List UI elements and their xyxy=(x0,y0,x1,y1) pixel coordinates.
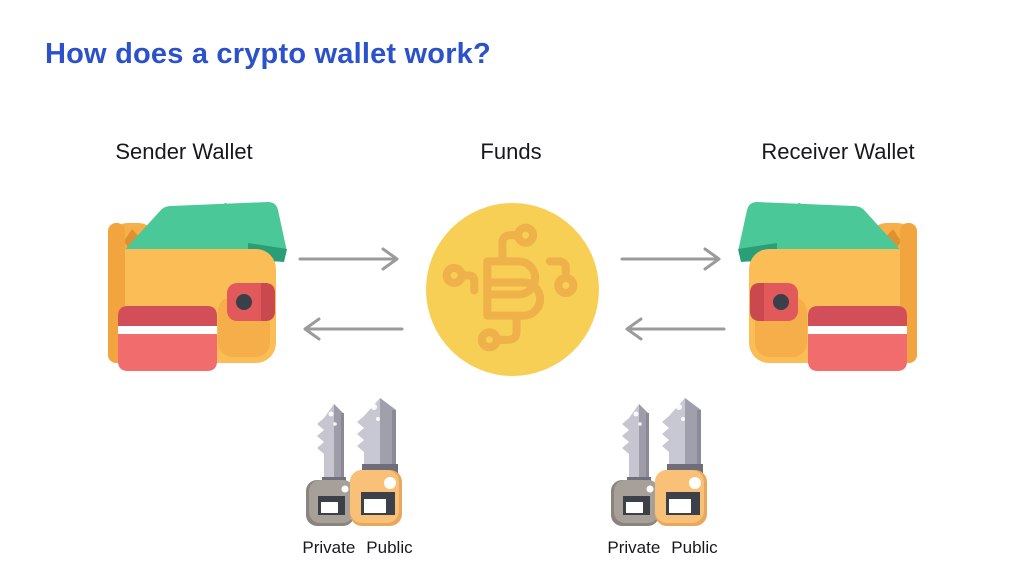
receiver-key-labels: Private Public xyxy=(590,538,735,558)
private-key-label: Private xyxy=(607,538,661,557)
public-key-icon xyxy=(350,398,402,526)
private-key-icon xyxy=(611,404,659,526)
sender-key-pair-icon xyxy=(304,394,404,537)
sender-key-labels: Private Public xyxy=(285,538,430,558)
sender-wallet-icon xyxy=(98,193,288,388)
wallet-icon xyxy=(108,202,287,371)
funds-coin-icon xyxy=(426,203,599,381)
column-label-funds: Funds xyxy=(480,139,542,164)
arrow-left-icon xyxy=(303,317,404,341)
private-key-label: Private xyxy=(302,538,356,557)
private-key-icon xyxy=(306,404,354,526)
public-key-label: Public xyxy=(671,538,718,557)
public-key-icon xyxy=(655,398,707,526)
public-key-label: Public xyxy=(366,538,413,557)
flow-arrows-right xyxy=(619,246,727,349)
receiver-wallet-icon xyxy=(737,193,927,388)
key-pair-icon xyxy=(611,398,707,526)
key-pair-icon xyxy=(306,398,402,526)
arrow-left-icon xyxy=(625,317,726,341)
bitcoin-coin-icon xyxy=(426,203,599,376)
page-title: How does a crypto wallet work? xyxy=(45,38,491,70)
receiver-key-pair-icon xyxy=(609,394,709,537)
column-label-sender-wallet: Sender Wallet xyxy=(115,139,253,164)
arrow-right-icon xyxy=(620,247,721,271)
flow-arrows-left xyxy=(297,246,405,349)
wallet-icon xyxy=(738,202,917,371)
column-label-receiver-wallet: Receiver Wallet xyxy=(761,139,915,164)
arrow-right-icon xyxy=(298,247,399,271)
